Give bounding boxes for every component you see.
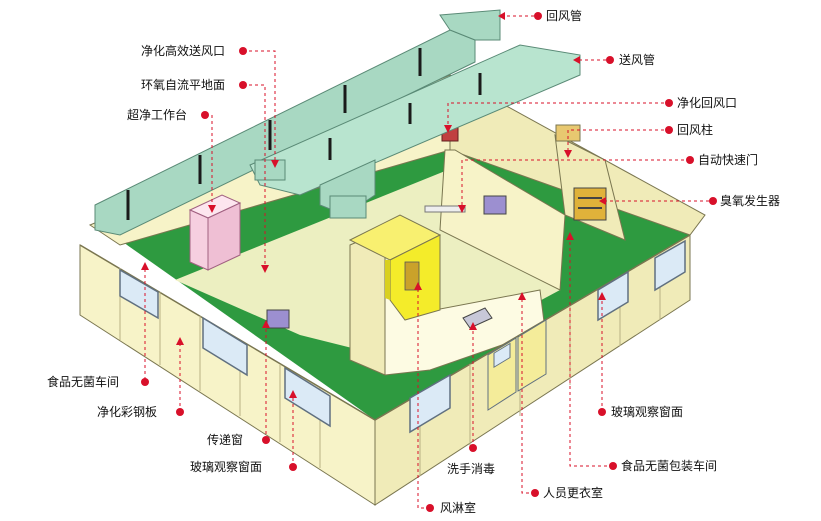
pass-window-box-2 [483,195,507,215]
label-return-duct: 回风管 [546,9,583,23]
dot-packing-room [609,462,617,470]
glass-window-5 [597,270,629,322]
dot-return-outlet [665,99,673,107]
label-air-shower: 风淋室 [440,501,477,515]
dot-sterile-room [141,378,149,386]
label-packing-room: 食品无菌包装车间 [621,459,718,473]
glass-window-1 [119,268,159,320]
dot-supply-duct [606,56,614,64]
leader-lines [144,15,715,509]
dot-glass-left [289,463,297,471]
dot-return-duct [534,12,542,20]
label-changing-room: 人员更衣室 [543,486,604,500]
duct-straps [126,48,422,220]
dot-steel-panel [176,408,184,416]
label-clean-bench: 超净工作台 [127,108,188,122]
clean-bench-front [189,209,209,271]
wall-top-edge [79,234,691,421]
label-return-outlet: 净化回风口 [677,96,738,110]
dot-return-column [665,126,673,134]
label-steel-panel: 净化彩钢板 [97,405,158,419]
partition-wall-a [439,149,566,291]
label-glass-left: 玻璃观察窗面 [190,460,263,474]
dot-epoxy-floor [239,81,247,89]
supply-duct [249,44,581,196]
label-hepa-outlet: 净化高效送风口 [141,44,226,58]
label-supply-duct: 送风管 [619,53,656,67]
glass-window-4 [409,373,451,434]
glass-window-6 [654,239,686,292]
pass-window-box [266,309,290,329]
hepa-outlet-box-2 [329,195,367,219]
dot-pass-window [262,436,270,444]
label-epoxy-floor: 环氧自流平地面 [141,78,226,92]
clean-bench-side [207,202,241,271]
dot-ozone [709,197,717,205]
air-shower-side [385,260,390,300]
supply-duct-straps [328,73,482,160]
dot-fast-door [686,156,694,164]
air-shower-panel [404,261,420,291]
glass-window-2 [202,316,248,377]
ozone-generator [573,187,607,221]
label-glass-right: 玻璃观察窗面 [611,405,684,419]
hepa-outlet-box [254,159,286,181]
label-return-column: 回风柱 [677,123,714,137]
dot-hepa-outlet [239,47,247,55]
fast-door-rail [424,205,466,213]
label-hand-wash: 洗手消毒 [447,462,496,476]
label-ozone: 臭氧发生器 [720,194,781,208]
hand-wash-sink [462,307,493,329]
label-fast-door: 自动快速门 [698,153,759,167]
label-pass-window: 传递窗 [207,433,244,447]
dot-hand-wash [469,444,477,452]
door-window-l [493,342,511,368]
dot-air-shower [426,504,434,512]
glass-window-3 [284,366,331,428]
door-right-leaf [517,319,547,392]
dot-glass-right [598,408,606,416]
dot-changing-room [531,489,539,497]
return-duct-end [439,9,501,41]
dot-clean-bench [201,111,209,119]
arrowheads [141,12,606,398]
label-sterile-room: 食品无菌车间 [47,375,120,389]
